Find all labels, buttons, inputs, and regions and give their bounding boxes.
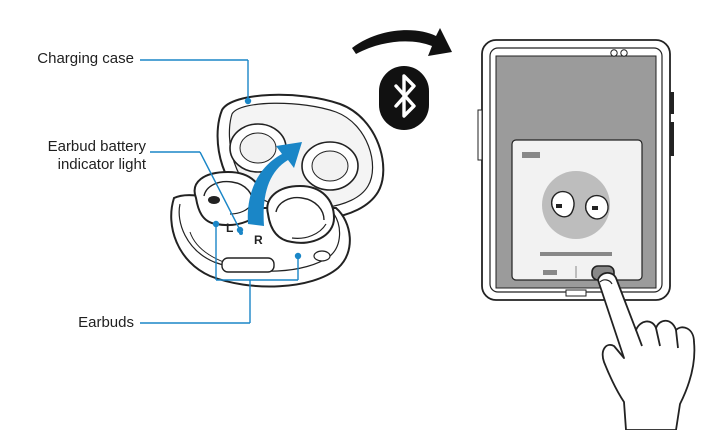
dialog-cancel-placeholder xyxy=(543,270,557,275)
callout-lines xyxy=(140,59,302,324)
pairing-dialog-content xyxy=(522,152,615,281)
label-battery-line1: Earbud battery xyxy=(47,138,146,155)
dialog-title-placeholder xyxy=(522,152,540,158)
case-mark-left: L xyxy=(226,221,233,235)
pointing-hand-icon xyxy=(597,272,696,430)
earbud-right xyxy=(266,184,336,262)
label-charging-case: Charging case xyxy=(37,50,134,67)
earbuds-image xyxy=(542,171,610,239)
label-battery-line2: indicator light xyxy=(57,156,146,173)
phone-camera xyxy=(610,49,618,57)
label-earbuds: Earbuds xyxy=(78,314,134,331)
curved-arrow-icon xyxy=(247,142,302,226)
charging-case xyxy=(170,93,385,288)
bluetooth-icon xyxy=(379,66,429,130)
dialog-text-placeholder xyxy=(540,252,612,256)
phone xyxy=(477,39,674,301)
transfer-arrow-icon xyxy=(352,28,452,56)
case-mark-right: R xyxy=(254,233,263,247)
